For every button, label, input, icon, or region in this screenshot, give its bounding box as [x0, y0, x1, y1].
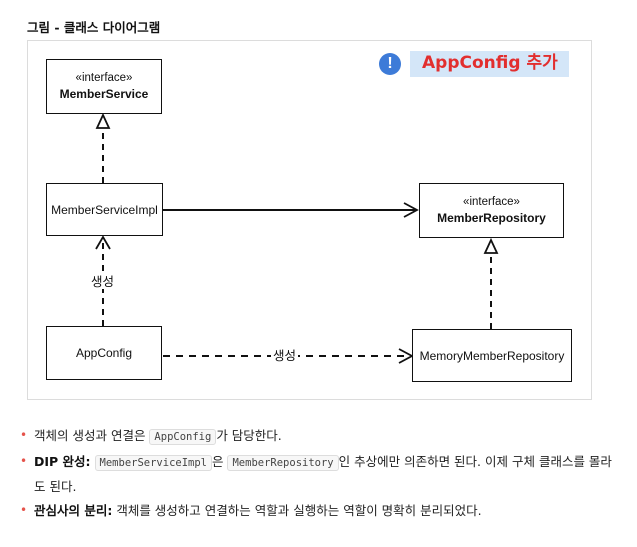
- bullet-text: 가 담당한다.: [216, 428, 282, 443]
- member-service-impl-name: MemberServiceImpl: [51, 202, 158, 217]
- memory-member-repository-box: MemoryMemberRepository: [412, 329, 572, 382]
- diagram-panel: «interface» MemberService MemberServiceI…: [27, 40, 592, 400]
- create-label-horizontal: 생성: [271, 348, 299, 363]
- realization-arrowhead-service: [95, 112, 111, 129]
- exclamation-icon: !: [379, 53, 401, 75]
- bullet-dot: •: [20, 502, 28, 517]
- bullet-text: 인 추상에만 의존하면 된다. 이제 구체 클래스를 몰라도 된다.: [34, 453, 612, 495]
- bullet-bold-label: DIP 완성:: [34, 453, 91, 469]
- bullet-text: 은: [212, 453, 228, 469]
- bullet-text: 객체를 생성하고 연결하는 역할과 실행하는 역할이 명확히 분리되었다.: [112, 502, 482, 518]
- bullet-bold-label: 관심사의 분리:: [34, 502, 113, 518]
- callout: ! AppConfig 추가: [379, 51, 569, 77]
- member-repository-name: MemberRepository: [437, 211, 546, 225]
- member-repository-box: «interface» MemberRepository: [419, 183, 564, 238]
- create-label-vertical: 생성: [89, 274, 117, 289]
- dependency-arrowhead-impl: [95, 235, 111, 250]
- bullet-text: 객체의 생성과 연결은: [34, 428, 150, 443]
- member-repository-stereotype: «interface»: [463, 196, 520, 208]
- bullet-dot: •: [20, 428, 28, 442]
- figure-heading: 그림 - 클래스 다이어그램: [27, 20, 161, 35]
- member-service-stereotype: «interface»: [75, 72, 133, 84]
- member-service-impl-box: MemberServiceImpl: [46, 183, 163, 236]
- association-arrowhead: [403, 202, 419, 218]
- realization-arrowhead-repo: [483, 237, 499, 254]
- callout-text: AppConfig 추가: [410, 51, 569, 77]
- bullet-text: [91, 454, 95, 469]
- member-service-name: MemberService: [59, 87, 149, 101]
- member-service-box: «interface» MemberService: [46, 59, 162, 114]
- app-config-box: AppConfig: [46, 326, 162, 380]
- inline-code: MemberServiceImpl: [94, 454, 212, 471]
- inline-code: AppConfig: [149, 429, 217, 445]
- app-config-name: AppConfig: [75, 346, 133, 360]
- bullet-dot: •: [20, 453, 28, 468]
- memory-member-repository-name: MemoryMemberRepository: [419, 348, 565, 363]
- inline-code: MemberRepository: [227, 454, 339, 471]
- list-item: • 관심사의 분리: 객체를 생성하고 연결하는 역할과 실행하는 역할이 명확히…: [20, 499, 620, 523]
